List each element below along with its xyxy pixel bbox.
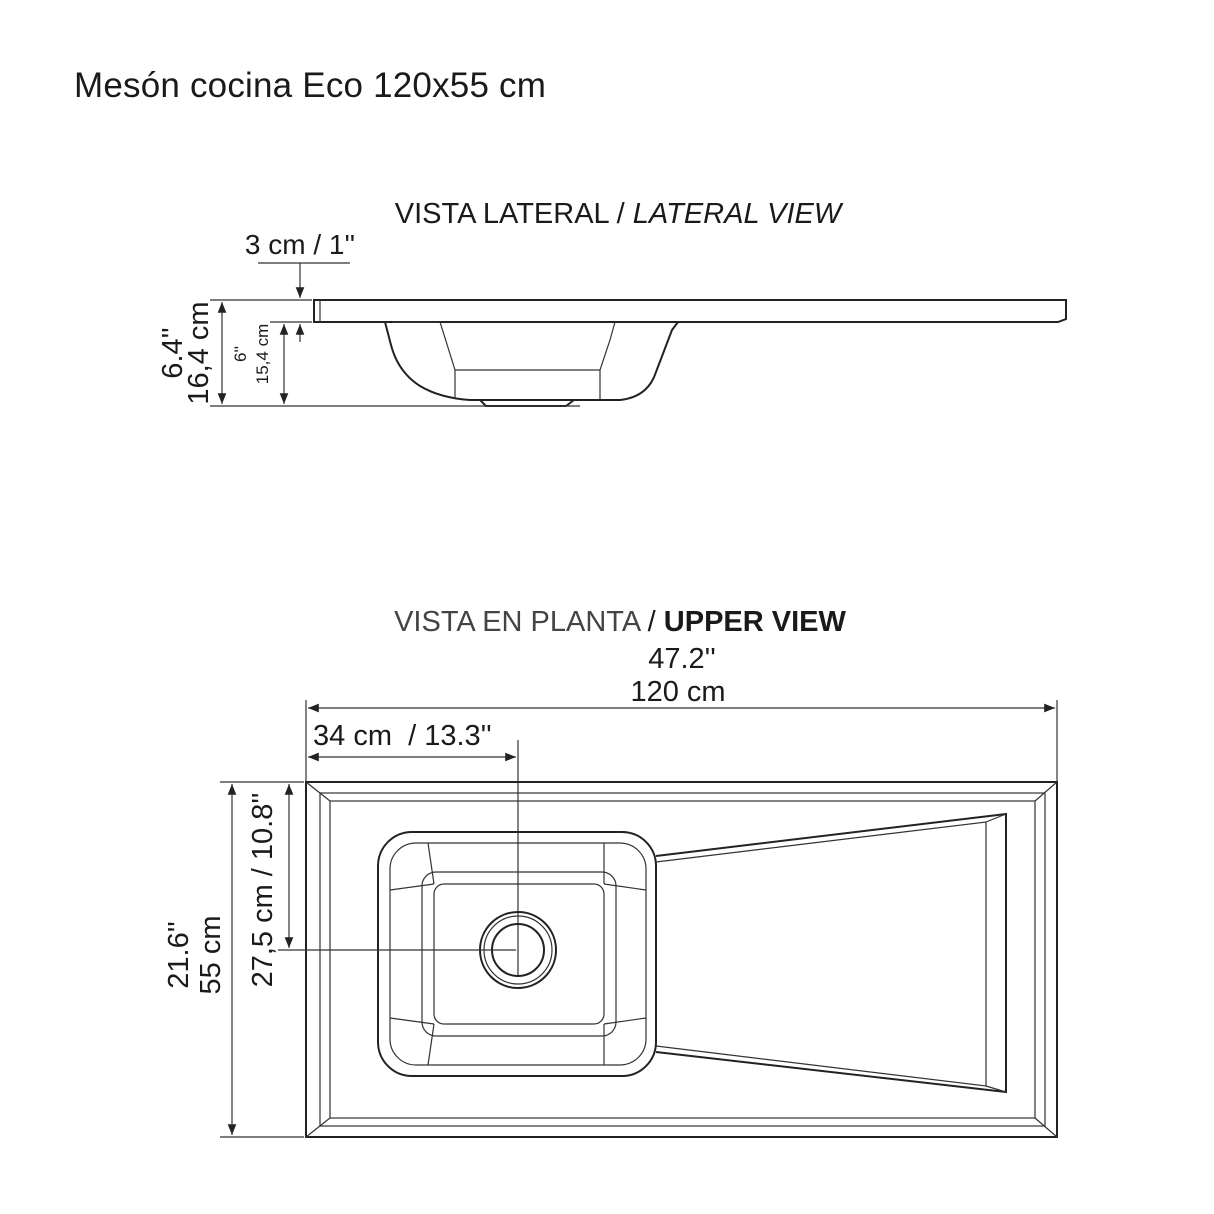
total-height-in-label: 6.4'' [157, 327, 189, 378]
upper-heading-es: VISTA EN PLANTA [394, 606, 642, 638]
drain-offset-dimension: 34 cm / 13.3'' [308, 720, 519, 975]
total-height-dimension: 6.4'' 16,4 cm [157, 299, 312, 407]
width-cm-label: 55 cm [195, 916, 227, 995]
upper-countertop [305, 781, 1058, 1138]
thickness-dimension: 3 cm / 1'' [245, 229, 355, 342]
bowl-depth-cm-label: 15,4 cm [253, 324, 272, 384]
thickness-label: 3 cm / 1'' [245, 229, 355, 260]
width-dimension: 21.6'' 55 cm [163, 781, 304, 1138]
bowl-depth-dimension: 6'' 15,4 cm [231, 321, 312, 404]
length-cm-label: 120 cm [630, 676, 725, 708]
lateral-view-heading: VISTA LATERAL / LATERAL VIEW [395, 198, 844, 230]
total-height-cm-label: 16,4 cm [183, 301, 215, 404]
upper-view-heading: VISTA EN PLANTA / UPPER VIEW [394, 606, 846, 638]
length-in-label: 47.2'' [648, 643, 716, 675]
width-in-label: 21.6'' [163, 921, 195, 989]
lateral-countertop [282, 299, 1067, 407]
drainboard [655, 812, 1007, 1094]
page-title: Mesón cocina Eco 120x55 cm [74, 66, 547, 105]
drain-offset-label: 34 cm / 13.3'' [313, 720, 492, 752]
upper-heading-en: UPPER VIEW [664, 606, 847, 638]
sink-bowl [377, 831, 657, 1077]
length-dimension: 47.2'' 120 cm [305, 643, 1058, 788]
lateral-heading-en: LATERAL VIEW [633, 198, 844, 230]
drain-depth-label: 27,5 cm / 10.8'' [247, 793, 279, 988]
bowl-depth-in-label: 6'' [231, 346, 250, 362]
lateral-heading-es: VISTA LATERAL [395, 198, 610, 230]
drain-depth-dimension: 27,5 cm / 10.8'' [247, 784, 516, 987]
